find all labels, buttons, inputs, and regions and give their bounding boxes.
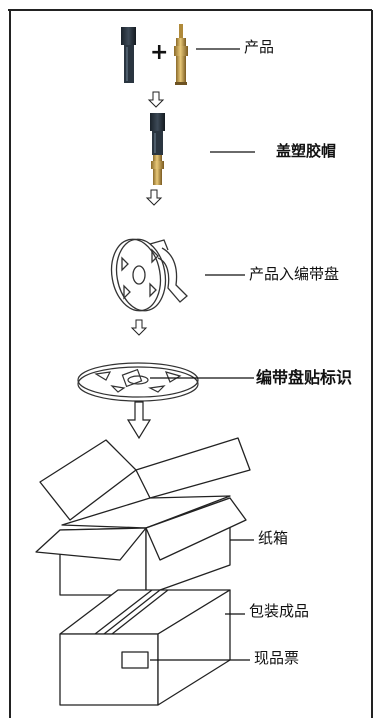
carton-box-icon (35, 437, 251, 596)
label-carton: 纸箱 (258, 529, 289, 547)
label-product-into-reel: 产品入编带盘 (249, 265, 340, 283)
plus-sign: + (150, 40, 169, 65)
capped-product-icon (150, 113, 165, 185)
down-arrow-icon (130, 319, 148, 336)
cap-part-icon (121, 27, 136, 83)
packed-box-icon (59, 589, 231, 706)
label-cap: 盖塑胶帽 (276, 142, 337, 160)
page-frame (8, 9, 373, 718)
label-product: 产品 (244, 38, 275, 56)
pin-part-icon (174, 24, 188, 85)
label-reel-label: 编带盘贴标识 (256, 368, 353, 387)
labeled-reel-icon (77, 362, 199, 402)
tape-reel-icon (110, 238, 188, 312)
label-product-ticket: 现品票 (254, 649, 300, 667)
down-arrow-icon (145, 189, 163, 206)
label-packed-product: 包装成品 (249, 602, 310, 620)
down-arrow-icon (126, 401, 152, 440)
down-arrow-icon (147, 91, 165, 108)
